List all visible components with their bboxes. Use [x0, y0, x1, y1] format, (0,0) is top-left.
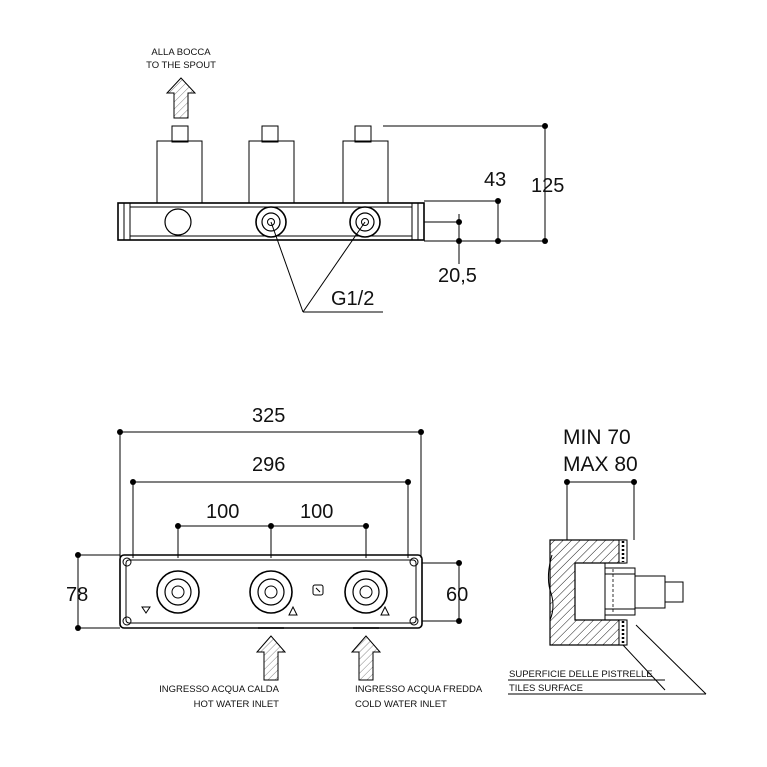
dim-325: 325: [252, 405, 285, 427]
hot-inlet-label-it: INGRESSO ACQUA CALDA: [159, 684, 280, 695]
cold-inlet-arrow: [350, 635, 382, 681]
min-max-dim-line: [564, 479, 637, 540]
dim-43: 43: [484, 169, 506, 191]
tiles-layer: [618, 539, 628, 646]
cartridge-middle: [248, 125, 295, 204]
valve-right: [344, 570, 388, 614]
dim-43-line: [424, 198, 501, 244]
dim-325-line: [117, 429, 424, 558]
dim-296: 296: [252, 454, 285, 476]
mixer-body-section: [574, 562, 684, 621]
tiles-leader-bottom: [635, 624, 707, 695]
max-label: MAX 80: [563, 453, 638, 476]
hot-inlet-port: [255, 206, 287, 238]
spout-arrow: [165, 77, 197, 119]
cold-inlet-label-it: INGRESSO ACQUA FREDDA: [355, 684, 483, 695]
wall-section: [547, 539, 626, 646]
dim-100-left: 100: [206, 501, 239, 523]
hot-inlet-label-en: HOT WATER INLET: [194, 699, 280, 710]
dim-100-right: 100: [300, 501, 333, 523]
section-view: MIN 70 MAX 80: [508, 426, 707, 695]
min-label: MIN 70: [563, 426, 631, 449]
tiles-label-it: SUPERFICIE DELLE PISTRELLE: [509, 669, 653, 680]
valve-middle: [249, 570, 293, 614]
cold-inlet-label-en: COLD WATER INLET: [355, 699, 447, 710]
valve-left: [156, 570, 200, 614]
tiles-leader-top: [622, 644, 666, 691]
thread-label: G1/2: [331, 288, 374, 310]
top-view: ALLA BOCCA TO THE SPOUT: [117, 47, 564, 313]
dim-78: 78: [66, 584, 88, 606]
cartridge-left: [156, 125, 203, 204]
hot-marker-icon: [288, 605, 298, 616]
dim-20-5-line: [424, 214, 462, 264]
outlet-marker-icon: [141, 606, 151, 614]
dim-60-line: [422, 560, 462, 624]
thread-leader: [270, 221, 383, 313]
spout-port: [164, 208, 192, 236]
front-view: 325 296 100 100: [66, 405, 483, 710]
spout-label-it: ALLA BOCCA: [151, 47, 211, 58]
cold-marker-icon: [380, 605, 390, 616]
dim-125: 125: [531, 175, 564, 197]
hot-inlet-arrow: [255, 635, 287, 681]
dim-78-line: [75, 552, 120, 631]
dim-125-line: [383, 123, 548, 244]
tiles-label-en: TILES SURFACE: [509, 683, 583, 694]
dim-296-line: [130, 479, 411, 558]
spout-label-en: TO THE SPOUT: [146, 60, 216, 71]
dim-60: 60: [446, 584, 468, 606]
dim-100-line: [175, 523, 369, 558]
center-badge-icon: [312, 584, 324, 596]
cartridge-right: [342, 125, 389, 204]
dim-20-5: 20,5: [438, 265, 477, 287]
